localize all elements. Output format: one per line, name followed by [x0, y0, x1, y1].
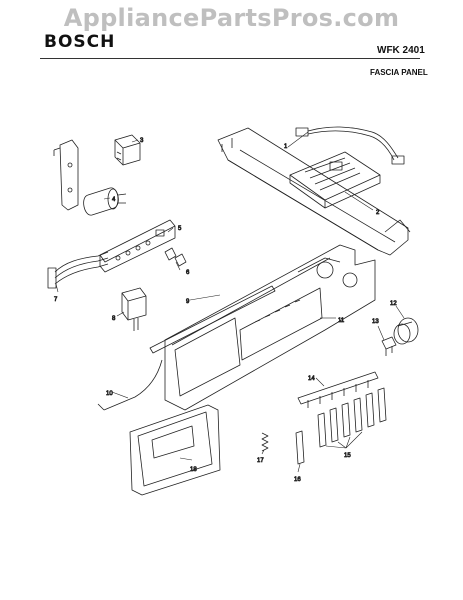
callout-9: 9 — [186, 299, 190, 305]
callout-11: 11 — [338, 318, 345, 324]
part-knob-shaft — [381, 336, 397, 356]
part-pcb — [289, 151, 381, 209]
part-rod — [97, 359, 163, 411]
part-knob — [393, 317, 419, 345]
part-ribbon-cable — [47, 251, 109, 289]
callout-1: 1 — [284, 144, 288, 150]
callout-16: 16 — [294, 477, 301, 483]
part-trim-strip — [149, 285, 276, 354]
part-push-buttons — [317, 387, 387, 448]
callout-10: 10 — [106, 391, 113, 397]
part-fascia-panel — [164, 244, 376, 411]
callout-12: 12 — [390, 301, 397, 307]
callout-17: 17 — [257, 458, 264, 464]
callout-5: 5 — [178, 226, 182, 232]
part-module-bracket — [217, 127, 411, 256]
callout-4: 4 — [112, 197, 116, 203]
callout-7: 7 — [54, 297, 58, 303]
part-spring — [261, 432, 269, 452]
part-switch-board — [99, 219, 176, 273]
brand-logo: BOSCH — [44, 32, 116, 52]
part-button-rail — [297, 371, 379, 408]
callout-14: 14 — [308, 376, 315, 382]
callout-18: 18 — [190, 467, 197, 473]
leader-lines — [55, 131, 405, 473]
part-wire-harness-1 — [295, 126, 405, 165]
callout-8: 8 — [112, 316, 116, 322]
section-title: FASCIA PANEL — [370, 68, 428, 77]
part-connector-block — [114, 134, 141, 166]
part-lever — [295, 430, 305, 465]
part-suppressor — [83, 187, 127, 216]
part-door-switch — [121, 287, 147, 331]
callout-6: 6 — [186, 270, 190, 276]
part-drawer-front — [129, 404, 221, 496]
model-number: WFK 2401 — [377, 45, 425, 56]
callout-2: 2 — [376, 210, 380, 216]
callout-15: 15 — [344, 453, 351, 459]
callout-13: 13 — [372, 319, 379, 325]
part-side-bracket — [53, 139, 79, 211]
part-clips — [164, 247, 187, 267]
header-rule — [40, 58, 420, 59]
callout-3: 3 — [140, 138, 144, 144]
watermark: AppliancePartsPros.com — [63, 4, 400, 32]
